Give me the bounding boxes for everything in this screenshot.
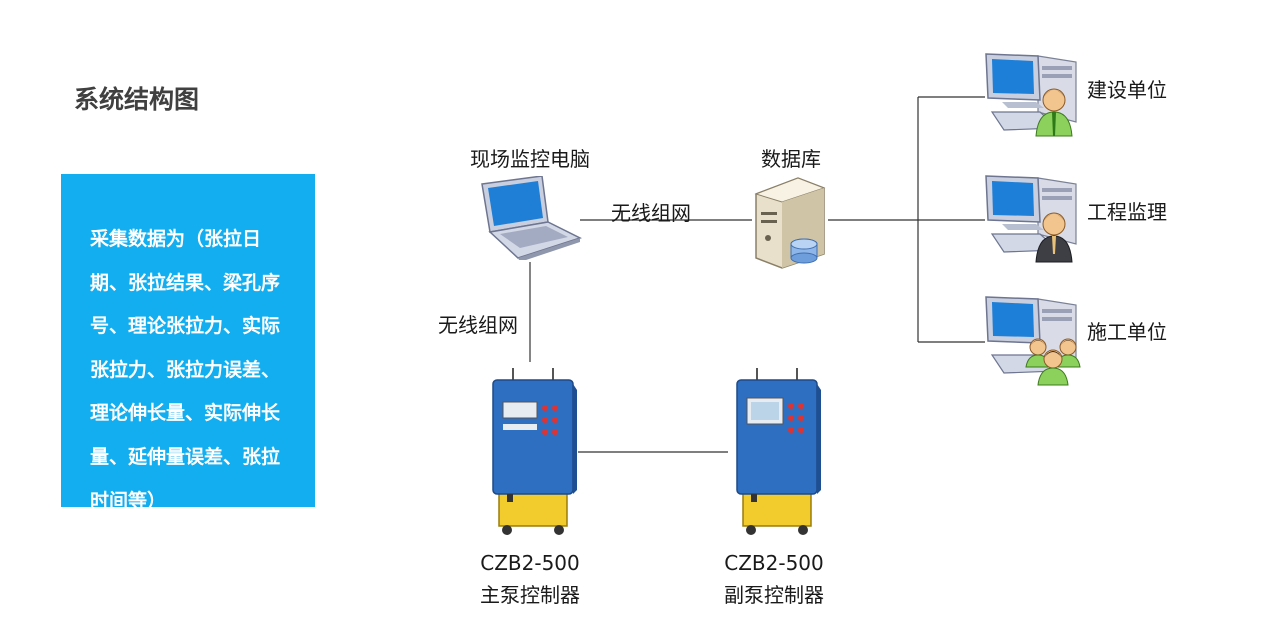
client-2-label: 工程监理 bbox=[1087, 200, 1167, 224]
workstation-group-icon bbox=[982, 295, 1082, 387]
client-3-label: 施工单位 bbox=[1087, 320, 1167, 344]
main-pump-model: CZB2-500 bbox=[480, 551, 580, 575]
main-pump-label: 主泵控制器 bbox=[480, 583, 580, 607]
laptop-label: 现场监控电脑 bbox=[470, 147, 590, 171]
page-title: 系统结构图 bbox=[74, 85, 200, 114]
workstation-user-icon bbox=[982, 174, 1082, 264]
database-label: 数据库 bbox=[761, 147, 821, 171]
client-1-label: 建设单位 bbox=[1087, 78, 1167, 102]
pump-controller-icon bbox=[733, 368, 823, 538]
pump-controller-icon bbox=[489, 368, 579, 538]
link-label-laptop-pump: 无线组网 bbox=[438, 313, 518, 337]
workstation-user-icon bbox=[982, 52, 1082, 138]
description-text: 采集数据为（张拉日期、张拉结果、梁孔序号、理论张拉力、实际张拉力、张拉力误差、理… bbox=[90, 228, 281, 512]
aux-pump-model: CZB2-500 bbox=[724, 551, 824, 575]
description-box: 采集数据为（张拉日期、张拉结果、梁孔序号、理论张拉力、实际张拉力、张拉力误差、理… bbox=[61, 174, 315, 512]
link-label-laptop-database: 无线组网 bbox=[611, 201, 691, 225]
laptop-icon bbox=[474, 176, 582, 260]
database-server-icon bbox=[748, 172, 832, 270]
aux-pump-label: 副泵控制器 bbox=[724, 583, 824, 607]
